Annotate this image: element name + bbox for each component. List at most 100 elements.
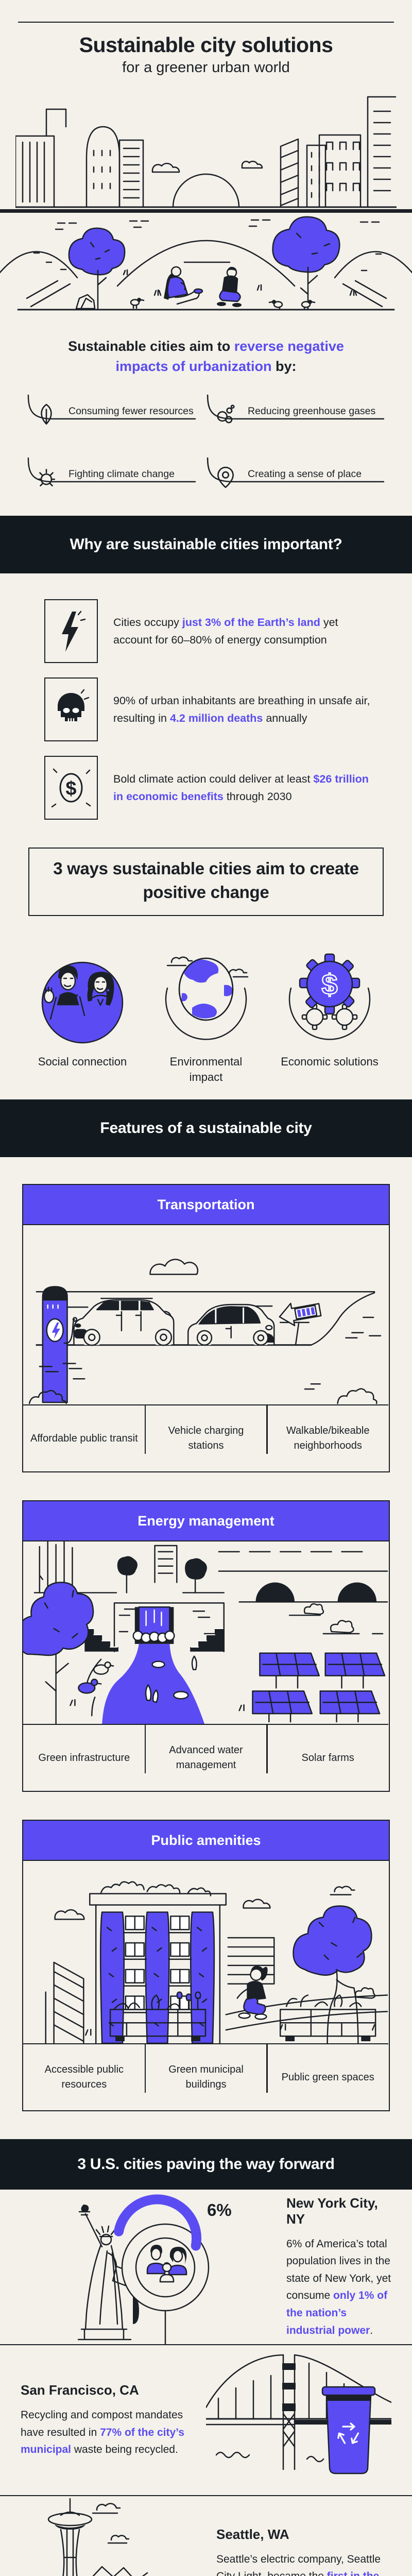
intro-text-highlight: reverse negative impacts of urbanization: [115, 338, 344, 375]
bird-icon: [130, 298, 145, 309]
features-heading-band: Features of a sustainable city: [0, 1099, 412, 1158]
leaf-icon: [41, 404, 52, 425]
city-new-york: 6% New York City, NY 6% of America’s tot…: [0, 2190, 412, 2346]
intro-text-after: by:: [271, 359, 297, 375]
page-title: Sustainable city solutions: [79, 33, 333, 57]
intro-text: Sustainable cities aim to reverse negati…: [46, 336, 366, 377]
seattle-text-block: Seattle, WA Seattle’s electric company, …: [216, 2527, 388, 2576]
recycle-icon: [337, 2422, 359, 2444]
feature-item: Advanced water management: [169, 1744, 243, 1771]
sun-icon: [38, 469, 55, 487]
city-name: San Francisco, CA: [21, 2382, 139, 2398]
stats-list: Cities occupy just 3% of the Earth’s lan…: [0, 573, 412, 820]
duck-icon: [78, 1679, 102, 1694]
card-header: Public amenities: [23, 1821, 389, 1861]
duck-icon: [93, 1662, 114, 1675]
way-social-connection: Social connection: [28, 947, 136, 1086]
globe-illustration: [165, 956, 249, 1040]
energy-management-illustration: [23, 1541, 388, 1725]
stat-air-quality: 90% of urban inhabitants are breathing i…: [44, 677, 412, 742]
page-subtitle: for a greener urban world: [122, 59, 290, 76]
family-icon: [146, 2245, 187, 2283]
benefit-reducing-greenhouse-gases: Reducing greenhouse gases: [201, 391, 390, 436]
park-scene-illustration: [0, 216, 412, 311]
couple-illustration: [41, 961, 124, 1043]
feature-item: Green municipal buildings: [168, 2064, 244, 2091]
way-economic-solutions: $ Economic solutions: [276, 947, 384, 1086]
solar-panel-icon: [252, 1690, 313, 1723]
public-amenities-illustration: [23, 1881, 388, 2045]
masthead: Sustainable city solutions for a greener…: [0, 0, 412, 209]
top-rule: [18, 22, 394, 23]
statue-of-liberty-donut-illustration: [77, 2194, 210, 2345]
feature-item: Affordable public transit: [30, 1432, 138, 1444]
benefit-consuming-fewer-resources: Consuming fewer resources: [22, 391, 201, 436]
benefit-list: Consuming fewer resources Reducing green…: [22, 391, 390, 499]
sf-text-block: San Francisco, CA Recycling and compost …: [21, 2382, 196, 2459]
feature-item: Vehicle charging stations: [168, 1425, 244, 1452]
svg-text:$: $: [321, 968, 337, 1001]
svg-text:$: $: [65, 778, 76, 800]
suv-car: [72, 1298, 175, 1346]
importance-heading-band: Why are sustainable cities important?: [0, 516, 412, 574]
bird-icon: [301, 300, 316, 311]
lightning-icon: [62, 611, 86, 652]
bird-icon: [268, 300, 283, 311]
feature-item: Accessible public resources: [44, 2064, 124, 2091]
cities-heading-band: 3 U.S. cities paving the way forward: [0, 2139, 412, 2190]
card-energy-management: Energy management: [22, 1500, 390, 1792]
city-seattle: Seattle, WA Seattle’s electric company, …: [0, 2496, 412, 2576]
space-needle-dam-illustration: [47, 2498, 148, 2576]
nyc-text-block: New York City, NY 6% of America’s total …: [286, 2195, 391, 2336]
card-header: Transportation: [23, 1185, 389, 1226]
card-footer: Green infrastructure Advanced water mana…: [23, 1725, 389, 1791]
stat-icon-box: $: [44, 756, 98, 820]
stat-icon-box: [44, 599, 98, 664]
planter-box: [279, 1994, 376, 2042]
way-environmental-impact: Environmental impact: [152, 947, 260, 1086]
feature-item: Green infrastructure: [38, 1752, 130, 1764]
solar-panel-icon: [259, 1652, 320, 1689]
stat-economic-benefits: $ Bold climate action could deliver at l…: [44, 756, 412, 820]
city-skyline-illustration: [15, 96, 397, 208]
solar-panel-icon: [324, 1652, 386, 1689]
card-transportation: Transportation: [22, 1184, 390, 1473]
recycling-bin: [321, 2386, 376, 2475]
ev-charger: [42, 1286, 75, 1403]
feature-item: Solar farms: [301, 1752, 354, 1764]
importance-heading: Why are sustainable cities important?: [70, 536, 342, 553]
benefit-creating-sense-of-place: Creating a sense of place: [201, 454, 390, 499]
three-ways-heading: 3 ways sustainable cities aim to create …: [53, 859, 359, 902]
gear-dollar-illustration: $: [288, 953, 371, 1040]
solar-panel-icon: [319, 1690, 381, 1723]
nyc-percentage-label: 6%: [207, 2200, 232, 2220]
city-name: New York City, NY: [286, 2195, 378, 2227]
three-ways-list: Social connection Environmental impact: [28, 947, 384, 1086]
feature-item: Public green spaces: [281, 2071, 374, 2083]
intro-text-before: Sustainable cities aim to: [68, 338, 234, 354]
three-ways-heading-box: 3 ways sustainable cities aim to create …: [28, 848, 384, 916]
golden-gate-bridge-recycling-illustration: [206, 2354, 391, 2475]
card-public-amenities: Public amenities: [22, 1820, 390, 2112]
battery-sign: [279, 1303, 322, 1327]
intro-section: Sustainable cities aim to reverse negati…: [0, 311, 412, 377]
city-name: Seattle, WA: [216, 2526, 289, 2542]
city-san-francisco: San Francisco, CA Recycling and compost …: [0, 2345, 412, 2497]
location-pin-icon: [217, 467, 234, 488]
cities-heading: 3 U.S. cities paving the way forward: [77, 2156, 335, 2173]
card-header: Energy management: [23, 1501, 389, 1542]
planter-box: [109, 1991, 207, 2042]
dollar-icon: $: [51, 769, 91, 808]
skull-icon: [58, 689, 90, 723]
stat-icon-box: [44, 677, 98, 742]
feature-item: Walkable/bikeable neighborhoods: [286, 1425, 370, 1452]
stat-energy-consumption: Cities occupy just 3% of the Earth’s lan…: [44, 599, 412, 664]
features-heading: Features of a sustainable city: [100, 1120, 312, 1137]
gardener-person: [236, 1965, 268, 2020]
divider-bar: [0, 209, 412, 213]
sedan-car: [187, 1304, 275, 1346]
benefit-fighting-climate-change: Fighting climate change: [22, 454, 201, 499]
card-footer: Accessible public resources Green munici…: [23, 2044, 389, 2110]
transportation-illustration: [23, 1259, 388, 1406]
